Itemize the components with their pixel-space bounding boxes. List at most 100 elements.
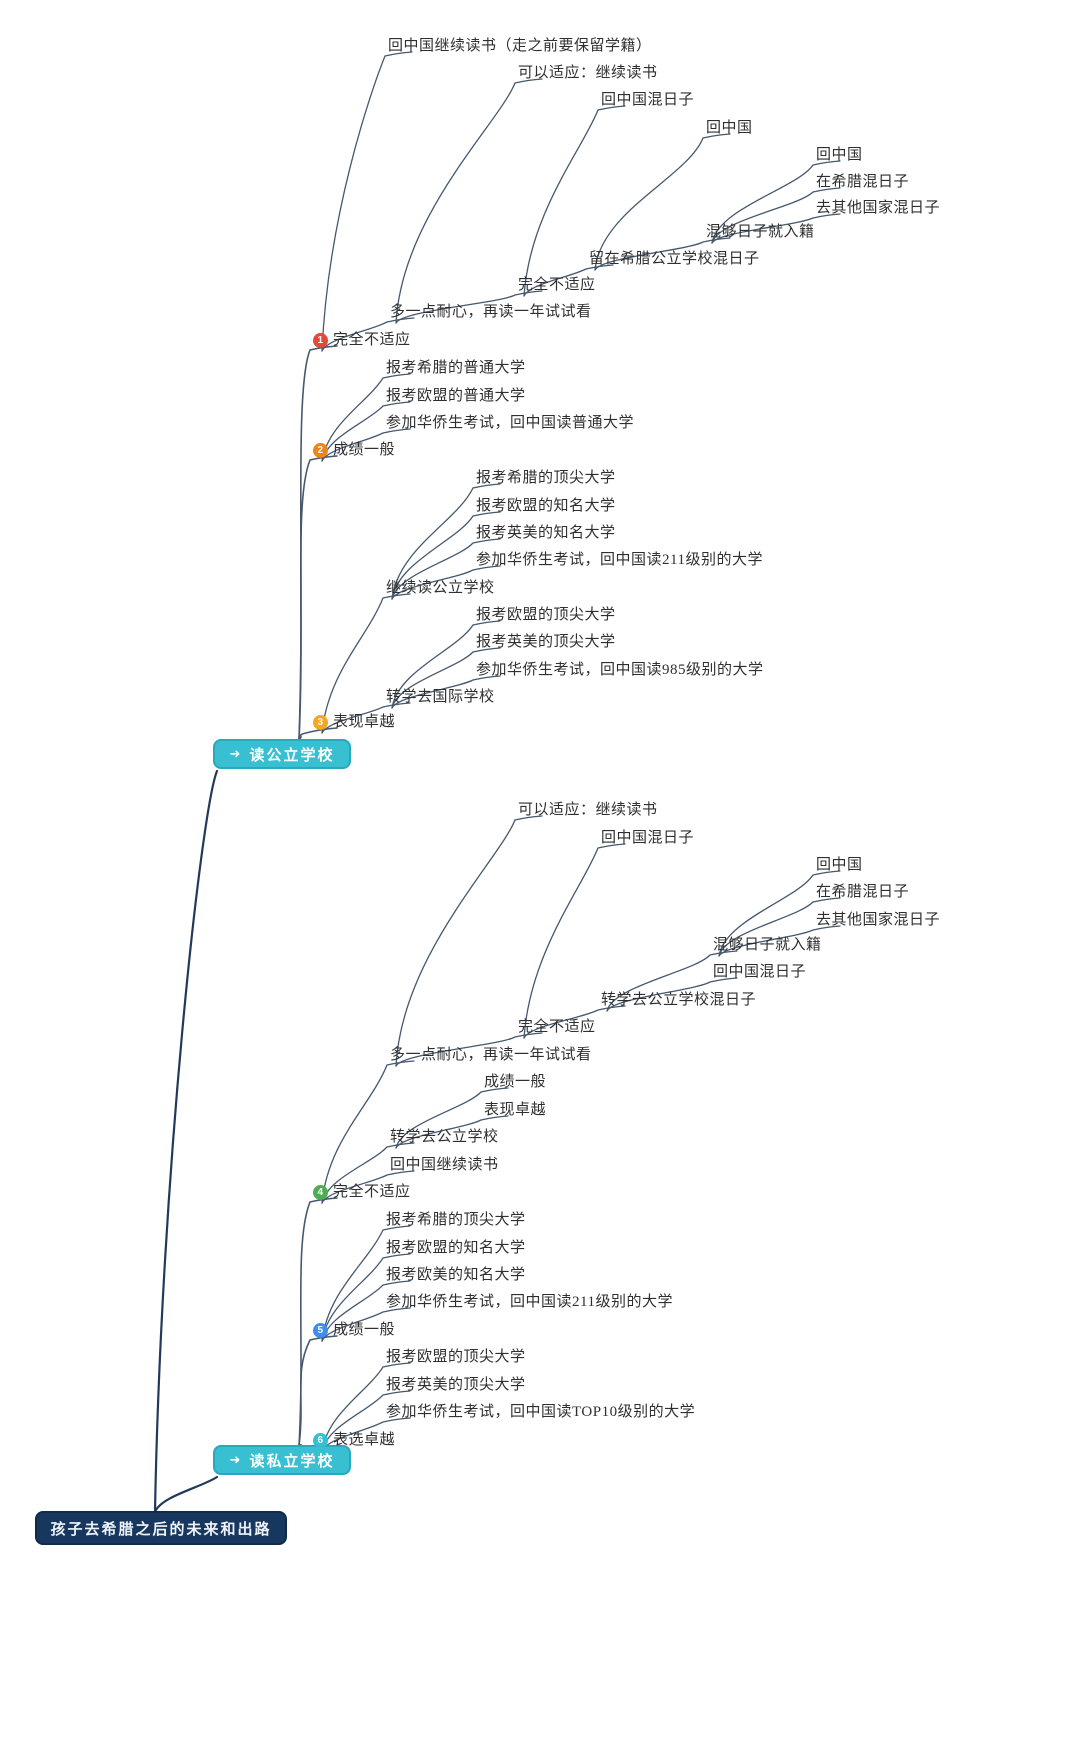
mindmap-topic[interactable]: 报考欧盟的知名大学 xyxy=(386,1239,526,1258)
mindmap-topic[interactable]: 报考希腊的普通大学 xyxy=(386,359,526,378)
branch-curve xyxy=(523,264,614,297)
branch-curve xyxy=(153,1475,219,1514)
mindmap-topic[interactable]: 参加华侨生考试，回中国读211级别的大学 xyxy=(386,1293,673,1312)
branch-curve xyxy=(153,769,219,1514)
mindmap-topic[interactable]: 报考希腊的顶尖大学 xyxy=(386,1211,526,1230)
branch-curve xyxy=(395,78,543,324)
mindmap-topic[interactable]: 可以适应：继续读书 xyxy=(518,64,658,83)
topic-label: 表现卓越 xyxy=(484,1102,547,1118)
mindmap-topic[interactable]: 回中国 xyxy=(706,119,753,138)
mindmap-topic[interactable]: 回中国混日子 xyxy=(713,963,806,982)
mindmap-topic[interactable]: 参加华侨生考试，回中国读211级别的大学 xyxy=(476,551,763,570)
mindmap-topic[interactable]: 报考欧美的知名大学 xyxy=(386,1266,526,1285)
mindmap-topic[interactable]: 报考欧盟的知名大学 xyxy=(476,497,616,516)
topic-label: 完全不适应 xyxy=(518,1019,596,1035)
priority-badge-icon: 1 xyxy=(313,333,328,348)
branch-curve xyxy=(391,675,501,709)
root-topic[interactable]: 孩子去希腊之后的未来和出路 xyxy=(35,1511,287,1545)
topic-label: 去其他国家混日子 xyxy=(816,200,941,216)
branch-curve xyxy=(594,133,731,271)
topic-label: 可以适应：继续读书 xyxy=(518,65,658,81)
mindmap-topic[interactable]: 回中国 xyxy=(816,146,863,165)
mindmap-topic[interactable]: 完全不适应 xyxy=(518,1018,596,1037)
mindmap-topic[interactable]: 继续读公立学校 xyxy=(386,579,495,598)
branch-curve xyxy=(711,187,841,244)
topic-label: 报考欧盟的顶尖大学 xyxy=(476,607,616,623)
mindmap-topic[interactable]: 报考欧盟的普通大学 xyxy=(386,387,526,406)
mindmap-topic[interactable]: 1 完全不适应 xyxy=(313,331,411,350)
mindmap-topic[interactable]: 报考欧盟的顶尖大学 xyxy=(476,606,616,625)
topic-label: 回中国混日子 xyxy=(713,964,807,980)
branch-curve xyxy=(321,1307,411,1342)
branch-curve xyxy=(321,1390,411,1452)
mindmap-topic[interactable]: 回中国混日子 xyxy=(601,91,694,110)
mindmap-topic[interactable]: 6 表选卓越 xyxy=(313,1431,395,1450)
branch-curve xyxy=(321,1170,415,1204)
branch-curve xyxy=(395,1087,509,1149)
branch-curve xyxy=(523,105,626,297)
mindmap-topic[interactable]: 报考英美的顶尖大学 xyxy=(386,1376,526,1395)
mindmap-topic[interactable]: 多一点耐心，再读一年试试看 xyxy=(390,303,592,322)
mindmap-topic[interactable]: 参加华侨生考试，回中国读TOP10级别的大学 xyxy=(386,1403,695,1422)
mindmap-topic[interactable]: 报考希腊的顶尖大学 xyxy=(476,469,616,488)
topic-label: 孩子去希腊之后的未来和出路 xyxy=(50,1521,272,1538)
mindmap-topic[interactable]: 在希腊混日子 xyxy=(816,883,909,902)
priority-badge-icon: 6 xyxy=(313,1433,328,1448)
mindmap-topic[interactable]: 报考英美的顶尖大学 xyxy=(476,633,616,652)
mindmap-topic[interactable]: 回中国继续读书（走之前要保留学籍） xyxy=(388,37,652,56)
topic-label: 报考欧盟的顶尖大学 xyxy=(386,1349,526,1365)
topic-label: 成绩一般 xyxy=(333,442,396,458)
topic-label: 表现卓越 xyxy=(333,714,396,730)
mindmap-topic[interactable]: 完全不适应 xyxy=(518,276,596,295)
topic-label: 完全不适应 xyxy=(518,277,596,293)
topic-label: 转学去公立学校混日子 xyxy=(601,992,757,1008)
topic-label: 回中国 xyxy=(706,120,753,136)
topic-label: 多一点耐心，再读一年试试看 xyxy=(390,304,592,320)
mindmap-topic[interactable]: 参加华侨生考试，回中国读985级别的大学 xyxy=(476,661,764,680)
mindmap-topic[interactable]: 混够日子就入籍 xyxy=(706,223,815,242)
mindmap-topic[interactable]: 报考欧盟的顶尖大学 xyxy=(386,1348,526,1367)
topic-label: 留在希腊公立学校混日子 xyxy=(589,251,760,267)
mindmap-topic[interactable]: 回中国混日子 xyxy=(601,829,694,848)
mindmap-topic[interactable]: 在希腊混日子 xyxy=(816,173,909,192)
mindmap-topic[interactable]: 去其他国家混日子 xyxy=(816,911,940,930)
mindmap-topic[interactable]: 留在希腊公立学校混日子 xyxy=(589,250,760,269)
mindmap-topic[interactable]: 参加华侨生考试，回中国读普通大学 xyxy=(386,414,634,433)
mindmap-topic[interactable]: 回中国继续读书 xyxy=(390,1156,499,1175)
branch-topic[interactable]: ➜读私立学校 xyxy=(213,1445,351,1475)
branch-curve xyxy=(711,213,841,244)
mindmap-topic[interactable]: 可以适应：继续读书 xyxy=(518,801,658,820)
topic-label: 回中国继续读书 xyxy=(390,1157,499,1173)
mindmap-topic[interactable]: 表现卓越 xyxy=(484,1101,546,1120)
mindmap-topic[interactable]: 多一点耐心，再读一年试试看 xyxy=(390,1046,592,1065)
topic-label: 读私立学校 xyxy=(249,1453,335,1470)
topic-label: 表选卓越 xyxy=(333,1432,396,1448)
branch-curve xyxy=(395,815,543,1067)
mindmap-topic[interactable]: 转学去国际学校 xyxy=(386,688,495,707)
topic-label: 在希腊混日子 xyxy=(816,174,910,190)
topic-label: 参加华侨生考试，回中国读211级别的大学 xyxy=(386,1294,673,1310)
branch-curve xyxy=(606,977,738,1012)
branch-curve xyxy=(298,727,338,741)
topic-label: 报考欧盟的知名大学 xyxy=(386,1240,526,1256)
mindmap-topic[interactable]: 去其他国家混日子 xyxy=(816,199,940,218)
topic-label: 报考希腊的顶尖大学 xyxy=(476,470,616,486)
branch-curve xyxy=(718,925,841,957)
mindmap-topic[interactable]: 转学去公立学校 xyxy=(390,1128,499,1147)
mindmap-topic[interactable]: 成绩一般 xyxy=(484,1073,546,1092)
branch-curve xyxy=(321,51,413,352)
mindmap-topic[interactable]: 报考英美的知名大学 xyxy=(476,524,616,543)
branch-curve xyxy=(321,1142,415,1204)
branch-curve xyxy=(711,160,841,244)
branch-curve xyxy=(321,1225,411,1342)
topic-label: 完全不适应 xyxy=(333,332,411,348)
branch-topic[interactable]: ➜读公立学校 xyxy=(213,739,351,769)
mindmap-topic[interactable]: 转学去公立学校混日子 xyxy=(601,991,756,1010)
mindmap-topic[interactable]: 回中国 xyxy=(816,856,863,875)
mindmap-topic[interactable]: 混够日子就入籍 xyxy=(713,936,822,955)
